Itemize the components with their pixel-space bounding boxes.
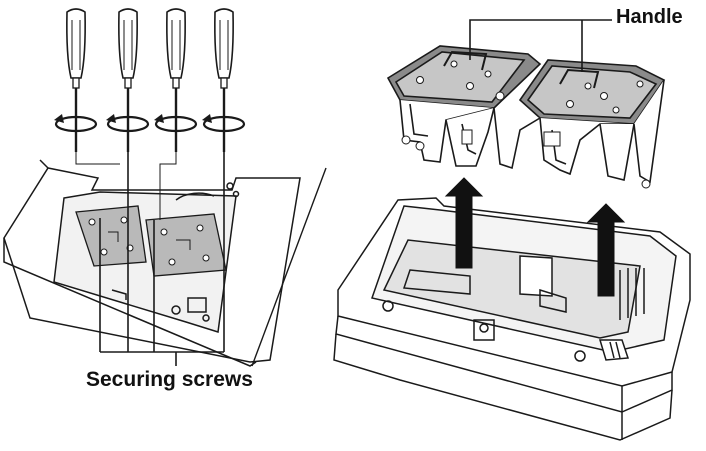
securing-screws-label: Securing screws (86, 368, 253, 391)
handle-leader-lines (469, 19, 612, 72)
lamp-unit (386, 45, 666, 189)
up-arrow-icon (444, 177, 626, 297)
panel-divider (251, 167, 327, 367)
securing-screws-leader-lines (75, 152, 225, 366)
handle-label: Handle (616, 6, 683, 28)
screwdriver-icon (66, 8, 234, 152)
projector-right-body (333, 197, 691, 441)
rotation-arrow-icon (54, 114, 246, 133)
